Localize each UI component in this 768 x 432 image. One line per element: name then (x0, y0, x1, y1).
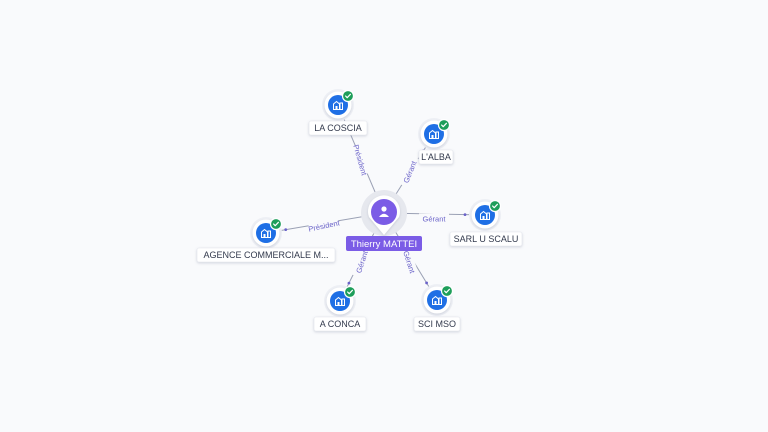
edge-label: Gérant (402, 159, 419, 184)
node-label[interactable]: A CONCA (313, 316, 367, 332)
edge-arrow (284, 228, 288, 232)
edge-label-bg (399, 156, 419, 188)
edge-label-bg (419, 213, 449, 223)
nodes-layer: LA COSCIA L'ALBA SARL U SCALU SCI MSO A CONC… (196, 89, 523, 332)
node-label-bg (313, 316, 367, 332)
center-node[interactable]: Thierry MATTEI (346, 190, 422, 251)
company-building-icon (480, 210, 490, 220)
verified-check-icon (440, 284, 454, 298)
edge-label-group: Président (351, 144, 370, 178)
node-label[interactable]: LA COSCIA (308, 120, 368, 136)
company-node-lalba[interactable]: L'ALBA (418, 118, 454, 165)
company-building-icon (432, 295, 442, 305)
verified-check-icon (437, 118, 451, 132)
edge-label-group: Gérant (399, 156, 419, 188)
edge-label: Président (351, 144, 369, 178)
node-label-text: SCI MSO (418, 319, 456, 329)
edge-label-bg (308, 217, 340, 233)
node-label-bg (413, 316, 461, 332)
verified-check-icon (343, 285, 357, 299)
node-label[interactable]: SCI MSO (413, 316, 461, 332)
edge-label: Président (308, 218, 342, 234)
edge-label-group: Gérant (419, 213, 449, 224)
node-label-text: AGENCE COMMERCIALE M... (203, 250, 328, 260)
company-building-icon (261, 228, 271, 238)
center-label-text: Thierry MATTEI (351, 239, 417, 250)
edge-label: Gérant (354, 249, 370, 274)
company-building-icon (429, 129, 439, 139)
node-label-text: A CONCA (320, 319, 361, 329)
center-label[interactable]: Thierry MATTEI (346, 236, 422, 251)
node-label-text: L'ALBA (421, 152, 451, 162)
edge-arrow (425, 281, 428, 285)
company-building-icon (333, 100, 343, 110)
node-label-bg (449, 231, 523, 247)
node-label[interactable]: AGENCE COMMERCIALE M... (196, 247, 336, 263)
edge-label-bg (352, 144, 370, 176)
node-label-bg (196, 247, 336, 263)
node-label[interactable]: L'ALBA (418, 149, 454, 165)
verified-check-icon (488, 199, 502, 213)
node-label[interactable]: SARL U SCALU (449, 231, 523, 247)
node-label-bg (308, 120, 368, 136)
edge-arrow (347, 281, 351, 285)
company-node-sci-mso[interactable]: SCI MSO (413, 284, 461, 332)
company-node-la-coscia[interactable]: LA COSCIA (308, 89, 368, 136)
company-building-icon (335, 296, 345, 306)
center-label-bg (346, 236, 422, 251)
edge-label-bg (401, 246, 419, 278)
person-icon (379, 206, 389, 217)
edge-label-group: Président (308, 217, 342, 234)
edge-label: Gérant (423, 215, 447, 224)
edge-label-bg (352, 246, 370, 278)
node-label-bg (418, 149, 454, 165)
node-label-text: SARL U SCALU (454, 234, 519, 244)
verified-check-icon (269, 217, 283, 231)
company-node-sarl-u-scalu[interactable]: SARL U SCALU (449, 199, 523, 247)
edge-arrow (463, 213, 467, 217)
edge-label: Gérant (401, 250, 417, 275)
node-label-text: LA COSCIA (314, 123, 362, 133)
verified-check-icon (341, 89, 355, 103)
center-pin-fill (371, 199, 397, 225)
company-node-a-conca[interactable]: A CONCA (313, 285, 367, 332)
company-node-agence-commerciale[interactable]: AGENCE COMMERCIALE M... (196, 217, 336, 263)
